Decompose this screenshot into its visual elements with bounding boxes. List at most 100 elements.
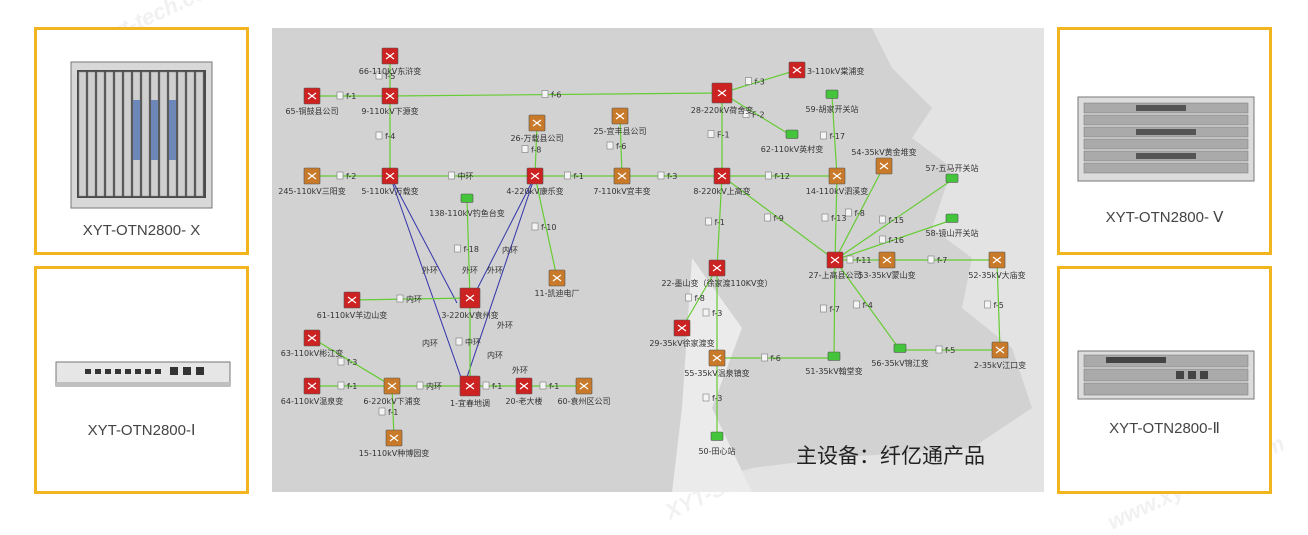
- node-n138[interactable]: 138-110kV钓鱼台变: [429, 193, 505, 218]
- node-n9[interactable]: 9-110kV下源变: [361, 87, 419, 116]
- node-label: 55-35kV温泉镇变: [684, 368, 749, 378]
- switch-glyph: [792, 66, 802, 74]
- node-n3c[interactable]: 3-220kV袁州变: [441, 287, 499, 320]
- link-line: [721, 92, 793, 137]
- node-label: 50-田心站: [698, 446, 735, 456]
- node-n22[interactable]: 22-墨山变（徐家渡110KV变）: [661, 259, 773, 288]
- switch-glyph: [832, 172, 842, 180]
- ring-label: 外环: [487, 265, 503, 275]
- node-n54[interactable]: 54-35kV黄金堆变: [851, 147, 917, 175]
- node-n4[interactable]: 4-220kV康乐变: [506, 167, 564, 196]
- node-n57[interactable]: 57-五马开关站: [925, 163, 979, 183]
- link-marker: [337, 381, 345, 390]
- link-label: f-6: [771, 354, 781, 363]
- node-n8[interactable]: 8-220kV上高变: [693, 167, 751, 196]
- node-n59[interactable]: 59-胡家开关站: [805, 89, 859, 114]
- link-marker: [764, 213, 771, 222]
- node-label: 7-110kV宜丰变: [593, 186, 650, 196]
- link-label: F-2: [752, 111, 765, 120]
- link-line: [311, 337, 393, 387]
- link-marker: [853, 300, 860, 309]
- link-label: f-3: [667, 172, 677, 181]
- link-line: [716, 175, 723, 269]
- node-n55[interactable]: 55-35kV温泉镇变: [684, 349, 750, 378]
- switch-glyph: [717, 89, 727, 97]
- ring-label: 外环: [512, 365, 528, 375]
- node-label: 26-万载县公司: [510, 133, 563, 143]
- node-n1[interactable]: 1-宜春地调: [450, 375, 490, 408]
- node-n62[interactable]: 62-110kV英村变: [761, 129, 823, 154]
- node-n29[interactable]: 29-35kV徐家渡变: [649, 319, 715, 348]
- node-n52[interactable]: 52-35kV大庙变: [968, 251, 1026, 280]
- link-line: [391, 385, 395, 439]
- link-marker: [879, 215, 886, 224]
- link-line: [833, 259, 836, 359]
- switch-glyph: [307, 334, 317, 342]
- link-marker: [564, 171, 571, 180]
- node-n26[interactable]: 26-万载县公司: [510, 114, 564, 143]
- node-n63[interactable]: 63-110kV彬江变: [281, 329, 343, 358]
- node-label: 20-老大楼: [505, 396, 542, 406]
- switch-glyph: [532, 119, 542, 127]
- node-label: 58-镜山开关站: [925, 228, 978, 238]
- node-n27[interactable]: 27-上高县公司: [808, 251, 862, 280]
- node-n245[interactable]: 245-110kV三阳变: [278, 167, 346, 196]
- node-label: 138-110kV钓鱼台变: [429, 208, 505, 218]
- link-line: [721, 69, 798, 94]
- chassis-image: [1077, 96, 1255, 182]
- link-label: 内环: [426, 381, 442, 391]
- node-n28[interactable]: 28-220kV荷舍变: [691, 82, 753, 115]
- node-icon: [945, 213, 959, 223]
- link-marker: [521, 145, 529, 153]
- node-n66[interactable]: 66-110kV东浒变: [359, 47, 421, 76]
- node-n14[interactable]: 14-110kV泗溪变: [806, 167, 868, 196]
- link-label: f-11: [856, 256, 871, 265]
- node-icon: [893, 343, 907, 353]
- device-card-otn2800-ii: XYT-OTN2800-Ⅱ: [1057, 266, 1272, 494]
- node-label: 29-35kV徐家渡变: [649, 338, 714, 348]
- node-n65[interactable]: 65-铜鼓县公司: [285, 87, 339, 116]
- node-label: 56-35kV锦江变: [871, 358, 928, 368]
- link-marker: [705, 217, 712, 226]
- link-marker: [820, 304, 827, 313]
- link-label: F-1: [717, 131, 730, 140]
- node-label: 3-110kV棠浦变: [807, 66, 864, 76]
- node-n5[interactable]: 5-110kV万载变: [361, 167, 419, 196]
- link-marker: [455, 337, 463, 346]
- node-label: 5-110kV万载变: [361, 186, 418, 196]
- node-n58[interactable]: 58-镜山开关站: [925, 213, 979, 238]
- node-n20[interactable]: 20-老大楼: [505, 377, 543, 406]
- node-label: 27-上高县公司: [808, 270, 861, 280]
- node-n53[interactable]: 53-35kV蒙山变: [858, 251, 916, 280]
- switch-glyph: [347, 296, 357, 304]
- switch-glyph: [615, 112, 625, 120]
- node-icon: [460, 193, 474, 203]
- node-label: 53-35kV蒙山变: [858, 270, 915, 280]
- node-n2[interactable]: 2-35kV江口变: [974, 341, 1026, 370]
- link-label: f-8: [695, 294, 705, 303]
- node-n56[interactable]: 56-35kV锦江变: [871, 343, 929, 368]
- node-n15[interactable]: 15-110kV种博园变: [359, 429, 429, 458]
- link-marker: [935, 345, 943, 354]
- node-n11[interactable]: 11-凯迪电厂: [534, 269, 580, 298]
- link-marker: [702, 393, 710, 402]
- node-n50[interactable]: 50-田心站: [698, 431, 736, 456]
- chassis-image: [1077, 350, 1255, 400]
- node-n7[interactable]: 7-110kV宜丰变: [593, 167, 651, 196]
- link-label: 中环: [458, 171, 474, 181]
- node-n3[interactable]: 3-110kV棠浦变: [788, 61, 864, 79]
- node-n25[interactable]: 25-宜丰县公司: [593, 107, 647, 136]
- node-n51[interactable]: 51-35kV翰堂变: [805, 351, 863, 376]
- node-n60[interactable]: 60-袁州区公司: [557, 377, 611, 406]
- node-n6[interactable]: 6-220kV下浦变: [363, 377, 421, 406]
- switch-glyph: [879, 162, 889, 170]
- link-marker: [482, 381, 490, 390]
- node-icon: [945, 173, 959, 183]
- link-label: f-6: [551, 91, 561, 100]
- ring-label: 内环: [502, 245, 518, 255]
- node-n61[interactable]: 61-110kV羊边山变: [317, 291, 387, 320]
- link-line: [351, 297, 471, 301]
- link-marker: [927, 255, 935, 264]
- node-n64[interactable]: 64-110kV温泉变: [281, 377, 343, 406]
